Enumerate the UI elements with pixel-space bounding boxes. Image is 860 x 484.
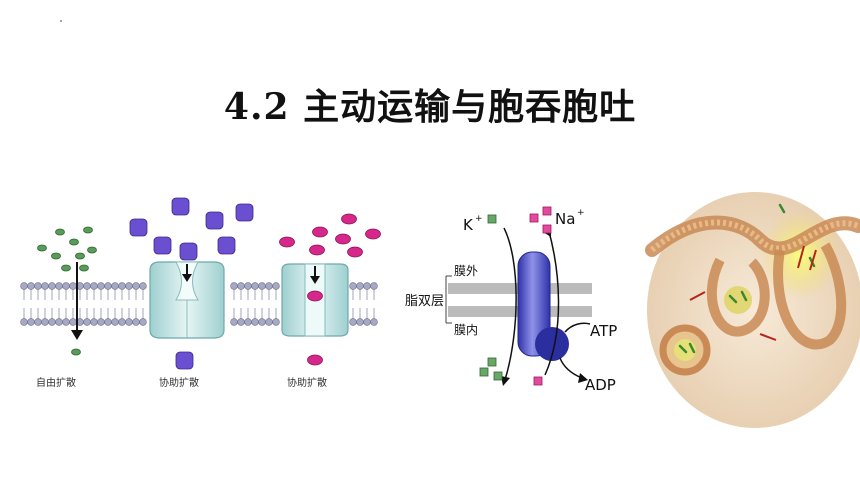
lipid-head xyxy=(62,318,70,326)
channel-solutes xyxy=(279,213,381,366)
corner-dot xyxy=(60,20,62,22)
diffusion-arrowhead xyxy=(71,330,83,340)
lipid-head xyxy=(349,282,357,290)
small-molecules xyxy=(37,226,97,356)
slide-title: 4.2 主动运输与胞吞胞吐 xyxy=(223,86,637,128)
label-facilitated-diffusion-channel: 协助扩散 xyxy=(287,376,327,389)
lipid-head xyxy=(258,282,266,290)
inside-label: 膜内 xyxy=(454,323,478,337)
lipid-head xyxy=(139,282,147,290)
lipid-head xyxy=(251,282,259,290)
lipid-head xyxy=(69,318,77,326)
label-facilitated-diffusion-carrier: 协助扩散 xyxy=(159,376,199,389)
na-ions xyxy=(529,206,552,386)
lipid-head xyxy=(230,282,238,290)
outside-label: 膜外 xyxy=(454,264,478,278)
lipid-head xyxy=(90,318,98,326)
lipid-head xyxy=(244,318,252,326)
lipid-head xyxy=(237,318,245,326)
lipid-head xyxy=(370,318,378,326)
lipid-head xyxy=(111,282,119,290)
lipid-head xyxy=(132,282,140,290)
bilayer-label: 脂双层 xyxy=(405,294,444,309)
lipid-head xyxy=(48,282,56,290)
lipid-head xyxy=(20,282,28,290)
lipid-head xyxy=(41,318,49,326)
lipid-head xyxy=(349,318,357,326)
lipid-head xyxy=(272,282,280,290)
atp-label: ATP xyxy=(590,322,617,340)
pump-protein xyxy=(517,251,551,357)
lipid-head xyxy=(20,318,28,326)
lipid-head xyxy=(139,318,147,326)
adp-label: ADP xyxy=(585,376,616,394)
lipid-head xyxy=(104,318,112,326)
lipid-head xyxy=(55,318,63,326)
lipid-head xyxy=(62,282,70,290)
lipid-head xyxy=(363,282,371,290)
lipid-head xyxy=(97,318,105,326)
atp-arrow xyxy=(564,322,591,333)
lipid-head xyxy=(27,282,35,290)
lipid-head xyxy=(132,318,140,326)
lipid-head xyxy=(258,318,266,326)
k-ions xyxy=(479,214,503,381)
lipid-head xyxy=(356,318,364,326)
lipid-head xyxy=(27,318,35,326)
k-ion-charge: + xyxy=(475,214,483,224)
lipid-head xyxy=(83,282,91,290)
sodium-potassium-pump-figure: K + Na + 膜外 脂双层 膜内 ATP ADP xyxy=(405,206,617,394)
lipid-head xyxy=(125,318,133,326)
label-free-diffusion: 自由扩散 xyxy=(36,376,76,389)
k-ion-label: K xyxy=(463,216,474,234)
lipid-head xyxy=(83,318,91,326)
phospholipid-bilayer xyxy=(20,282,378,326)
lipid-head xyxy=(111,318,119,326)
lipid-head xyxy=(272,318,280,326)
lipid-head xyxy=(125,282,133,290)
lipid-head xyxy=(55,282,63,290)
lipid-head xyxy=(48,318,56,326)
lipid-head xyxy=(34,318,42,326)
na-ion-label: Na xyxy=(555,210,575,228)
adp-arrow xyxy=(559,357,583,379)
pump-atpase-domain xyxy=(535,327,569,361)
lipid-head xyxy=(118,318,126,326)
lipid-head xyxy=(370,282,378,290)
na-ion-charge: + xyxy=(577,208,585,218)
lipid-head xyxy=(237,282,245,290)
na-arrow xyxy=(544,227,560,376)
lipid-head xyxy=(34,282,42,290)
lipid-head xyxy=(104,282,112,290)
carrier-solutes xyxy=(129,197,254,370)
diffusion-figure: 自由扩散 协助扩散 协助扩散 xyxy=(20,197,381,389)
lipid-head xyxy=(41,282,49,290)
lipid-head xyxy=(251,318,259,326)
lipid-head xyxy=(118,282,126,290)
endocytosis-illustration xyxy=(645,192,860,428)
lipid-head xyxy=(230,318,238,326)
lipid-head xyxy=(244,282,252,290)
lipid-head xyxy=(265,282,273,290)
lipid-head xyxy=(356,282,364,290)
lipid-head xyxy=(363,318,371,326)
lipid-head xyxy=(90,282,98,290)
lipid-head xyxy=(97,282,105,290)
lipid-head xyxy=(265,318,273,326)
k-arrow xyxy=(503,227,517,381)
lipid-head xyxy=(69,282,77,290)
